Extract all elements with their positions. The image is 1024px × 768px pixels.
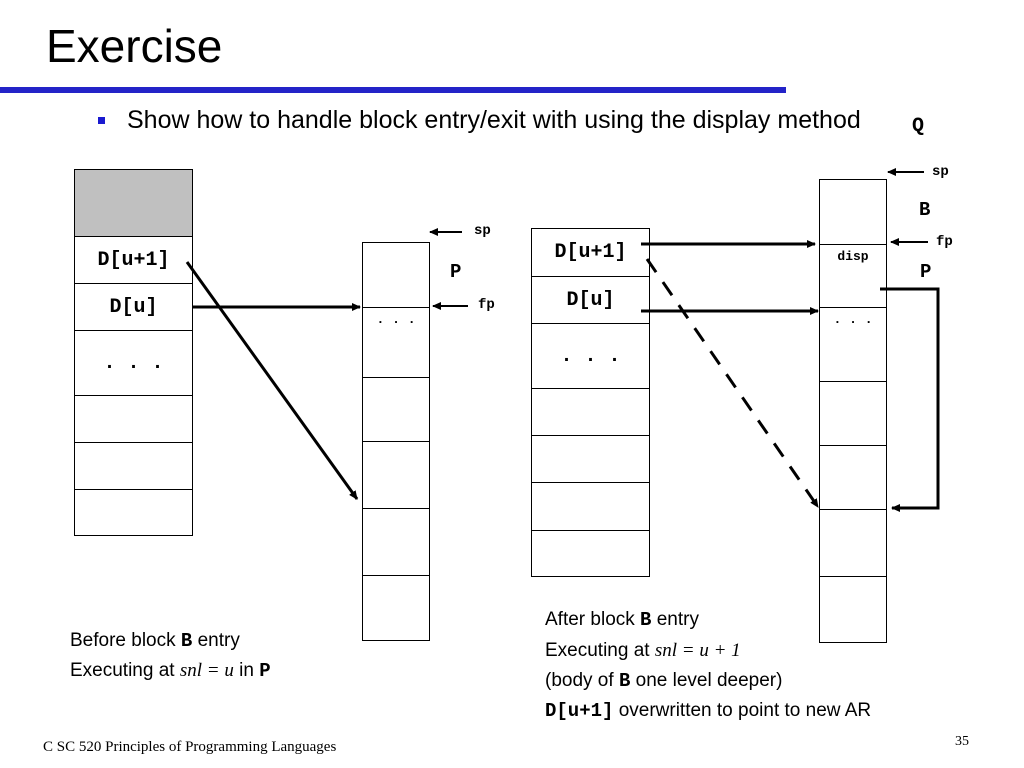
display-cell-d-u: D[u]: [532, 276, 649, 323]
caption-before-line1: Before block B entry: [70, 626, 240, 656]
stack-cell: [820, 445, 886, 509]
display-cell: [532, 482, 649, 530]
caption-text: entry: [651, 609, 699, 630]
caption-after-line1: After block B entry: [545, 605, 699, 635]
caption-block-name: B: [180, 630, 193, 652]
stack-cell: [820, 509, 886, 576]
footer-course-title: C SC 520 Principles of Programming Langu…: [43, 739, 337, 755]
stack-cell-disp: disp: [820, 244, 886, 307]
display-cell: [75, 395, 192, 442]
caption-block-name: B: [640, 609, 652, 631]
dashed-old-pointer-arrow: [645, 258, 820, 508]
caption-text: After block: [545, 609, 641, 630]
caption-after-line4: D[u+1] overwritten to point to new AR: [545, 696, 871, 726]
display-cell: [75, 489, 192, 537]
right-ar-label-p: P: [920, 261, 932, 283]
display-cell: [532, 388, 649, 435]
display-cell: [75, 442, 192, 489]
stack-cell: [363, 575, 429, 642]
caption-text: Executing at: [545, 640, 655, 661]
right-display-array: D[u+1] D[u] . . .: [531, 228, 650, 577]
right-runtime-stack: disp . . .: [819, 179, 887, 643]
right-ar-label-b: B: [919, 199, 931, 221]
left-sp-label: sp: [474, 223, 491, 239]
left-ar-label-p: P: [450, 261, 462, 283]
stack-cell: [363, 441, 429, 508]
caption-before-line2: Executing at snl = u in P: [70, 656, 271, 686]
caption-code: D[u+1]: [545, 700, 614, 722]
slide-title: Exercise: [46, 20, 223, 72]
caption-after-line2: Executing at snl = u + 1: [545, 636, 741, 666]
stack-cell-ellipsis: . . .: [363, 307, 429, 377]
display-cell-d-u-plus-1: D[u+1]: [554, 241, 627, 264]
caption-text: (body of: [545, 670, 619, 691]
left-fp-label: fp: [478, 297, 495, 313]
caption-text: Executing at: [70, 660, 180, 681]
left-runtime-stack: . . .: [362, 242, 430, 641]
stack-cell: [820, 381, 886, 445]
caption-snl-expression: snl = u: [179, 660, 234, 681]
display-cell: [532, 530, 649, 578]
stack-cell-ellipsis: . . .: [820, 307, 886, 381]
bullet-marker-icon: [98, 117, 105, 124]
caption-text: Before block: [70, 630, 181, 651]
display-cell: [75, 170, 192, 236]
title-underline: [0, 87, 786, 93]
caption-snl-expression: snl = u + 1: [654, 640, 741, 661]
page-number: 35: [955, 734, 969, 749]
display-cell: [532, 435, 649, 482]
bullet-text: Show how to handle block entry/exit with…: [127, 106, 861, 134]
stack-cell: [820, 576, 886, 644]
caption-text: in: [233, 660, 260, 681]
caption-text: one level deeper): [630, 670, 783, 691]
right-fp-label: fp: [936, 234, 953, 250]
caption-proc-name: P: [259, 660, 271, 682]
caption-block-name: B: [618, 670, 631, 692]
display-cell-ellipsis: . . .: [75, 330, 192, 395]
right-sp-label: sp: [932, 164, 949, 180]
arrow-d-u-plus-1-to-stack: [185, 261, 359, 500]
left-display-array: D[u+1] D[u] . . .: [74, 169, 193, 536]
caption-text: entry: [192, 630, 240, 651]
caption-after-line3: (body of B one level deeper): [545, 666, 782, 696]
display-cell-d-u: D[u]: [75, 283, 192, 330]
caption-text: overwritten to point to new AR: [613, 700, 872, 721]
stack-cell: [363, 377, 429, 441]
disp-saved-link-arrow: [880, 287, 940, 512]
display-cell-d-u-plus-1: D[u+1]: [75, 236, 192, 283]
display-cell-ellipsis: . . .: [532, 323, 649, 388]
stack-cell: [363, 508, 429, 575]
overlapping-glyph: Q: [912, 115, 925, 138]
